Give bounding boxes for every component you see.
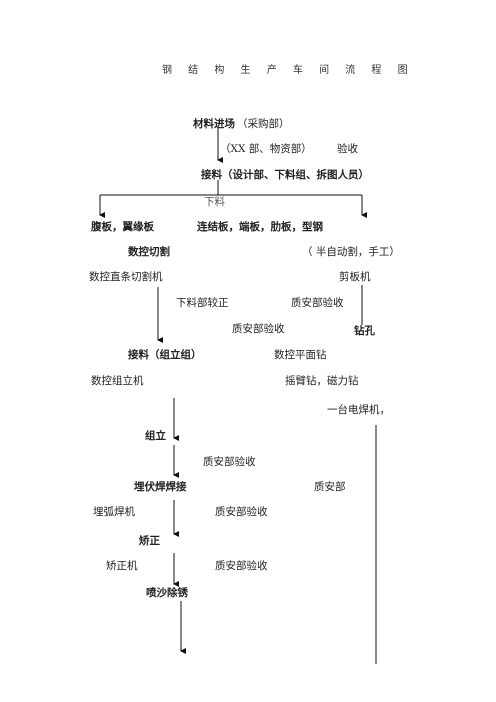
label-welder: 一台电焊机， [327, 404, 390, 416]
label-semi-auto: （ 半自动割，手工） [302, 246, 400, 258]
node-materials-in: 材料进场 [193, 118, 235, 130]
label-cnc-assembly: 数控组立机 [91, 375, 144, 387]
label-inspect-1: 验收 [337, 143, 358, 155]
label-qa-dept: 质安部 [314, 481, 346, 493]
label-radial-drill: 摇臂钻，磁力钻 [285, 375, 359, 387]
node-drilling: 钻孔 [354, 325, 375, 337]
label-shear: 剪板机 [339, 271, 371, 283]
label-cnc-straight: 数控直条切割机 [89, 271, 163, 283]
label-cut-down: 下料 [204, 196, 225, 208]
node-straighten: 矫正 [139, 535, 160, 547]
label-xx-dept: （XX 部、物资部） [220, 143, 312, 155]
label-qa-inspect-c: 质安部验收 [203, 456, 256, 468]
label-procurement: （采购部） [237, 118, 290, 130]
label-qa-inspect-e: 质安部验收 [215, 560, 268, 572]
label-qa-inspect-b: 质安部验收 [232, 323, 285, 335]
node-receive-assembly: 接料（组立组） [128, 349, 202, 361]
node-assembly: 组立 [145, 430, 166, 442]
label-qa-inspect-a: 质安部验收 [291, 297, 344, 309]
node-receive: 接料（设计部、下料组、拆图人员） [201, 169, 369, 181]
node-cnc-cut: 数控切割 [128, 246, 170, 258]
node-sandblast: 喷沙除锈 [146, 587, 188, 599]
node-saw-welding: 埋伏焊焊接 [134, 481, 187, 493]
label-straightener: 矫正机 [106, 560, 138, 572]
label-cut-correction: 下料部较正 [176, 297, 229, 309]
page-title: 钢 结 构 生 产 车 间 流 程 图 [162, 65, 415, 76]
node-conn-plates: 连结板，端板，肋板，型钢 [197, 221, 323, 233]
node-web-flange: 腹板，翼缘板 [91, 221, 154, 233]
label-saw-machine: 埋弧焊机 [93, 506, 135, 518]
label-cnc-plane-drill: 数控平面钻 [274, 349, 327, 361]
label-qa-inspect-d: 质安部验收 [215, 506, 268, 518]
